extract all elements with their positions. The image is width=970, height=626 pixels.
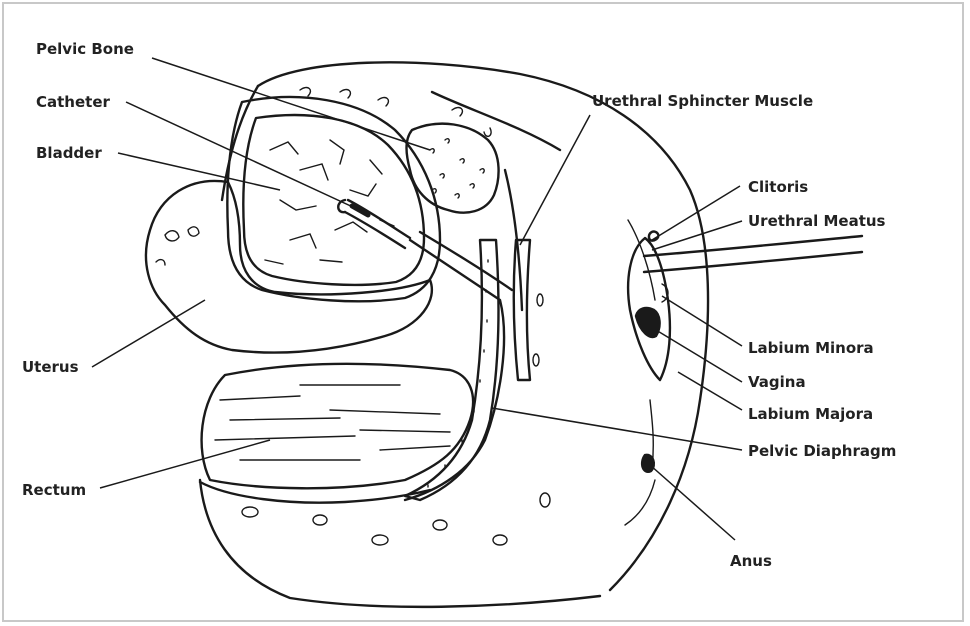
leader-pelvic-diaphragm <box>492 408 742 450</box>
leader-uterus <box>92 300 205 367</box>
body-outline <box>200 62 708 607</box>
leader-bladder <box>118 153 280 190</box>
label-pelvic-bone: Pelvic Bone <box>36 40 134 58</box>
leader-labium-minora <box>662 296 742 346</box>
label-labium-majora: Labium Majora <box>748 405 873 423</box>
label-urethral-meatus: Urethral Meatus <box>748 212 885 230</box>
rectum-shape <box>200 364 473 503</box>
label-anus: Anus <box>730 552 772 570</box>
external-genitalia <box>625 220 670 525</box>
label-vagina: Vagina <box>748 373 806 391</box>
label-pelvic-diaphragm: Pelvic Diaphragm <box>748 442 896 460</box>
leader-rectum <box>100 440 270 488</box>
leader-labium-majora <box>678 372 742 410</box>
label-clitoris: Clitoris <box>748 178 808 196</box>
leader-catheter <box>126 102 355 208</box>
label-rectum: Rectum <box>22 481 86 499</box>
leader-clitoris <box>652 186 740 240</box>
label-catheter: Catheter <box>36 93 110 111</box>
label-bladder: Bladder <box>36 144 102 162</box>
leader-urethral-meatus <box>652 221 742 250</box>
label-uterus: Uterus <box>22 358 79 376</box>
catheter-shape <box>338 200 862 272</box>
leader-anus <box>650 465 735 540</box>
label-labium-minora: Labium Minora <box>748 339 874 357</box>
bladder-shape <box>227 97 440 301</box>
uterus-shape <box>146 181 432 353</box>
label-urethral-sphincter-muscle: Urethral Sphincter Muscle <box>592 92 813 110</box>
pelvic-bone-shape <box>300 88 499 213</box>
